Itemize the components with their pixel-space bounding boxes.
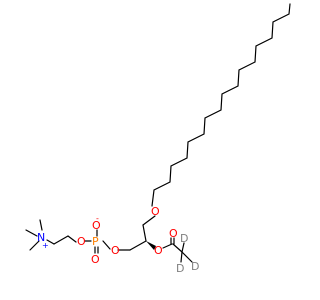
bond-n-methyl-bottom — [29, 240, 40, 251]
structure-canvas: O O O O P O O - O N + D D D — [25, 3, 291, 275]
bond-cd3-d-right — [181, 251, 193, 263]
atom-deuterium-right: D — [191, 260, 199, 273]
bond-cd3-d-top — [181, 242, 185, 253]
atom-deuterium-bottom: D — [176, 262, 184, 275]
atom-deuterium-top: D — [180, 232, 188, 245]
bond-o-ch2-choline — [67, 235, 77, 243]
bond-cd3-d-bottom — [180, 251, 183, 263]
choline-group — [25, 219, 77, 251]
stereo-wedge-bond — [146, 241, 156, 250]
bond-n-methyl-left — [25, 229, 38, 237]
atom-phosphate-double-oxygen: O — [91, 253, 100, 266]
atom-carbonyl-oxygen: O — [169, 227, 178, 240]
bond-ch2-ch2-choline — [53, 235, 69, 245]
bond-carbonyl-c-cd3 — [172, 243, 183, 253]
glycerol-backbone — [117, 215, 156, 251]
atom-phosphate-ester-oxygen-left: O — [77, 235, 86, 248]
cation-charge-label: + — [42, 241, 49, 250]
anion-charge-label: - — [96, 214, 99, 223]
acetyl-d3-group — [162, 237, 193, 263]
atom-phosphate-anion-oxygen: O — [92, 219, 101, 232]
alkyl-chain — [151, 3, 291, 207]
bond-ester-o-carbonyl-c — [162, 243, 173, 249]
bond-ether-o-ch2 — [142, 215, 156, 226]
bond-ch2-n — [46, 239, 55, 245]
bond-o-p-right — [102, 240, 111, 250]
atom-phosphate-ester-oxygen-right: O — [111, 244, 120, 257]
atom-phosphorus: P — [92, 235, 99, 248]
bond-ch-ch2 — [129, 240, 147, 251]
phosphate-group — [84, 229, 111, 254]
atom-ether-oxygen: O — [151, 205, 160, 218]
atom-ester-oxygen: O — [154, 244, 163, 257]
bond-n-methyl-top — [39, 219, 43, 231]
bond-ch2-ch — [142, 224, 147, 242]
atom-nitrogen: N — [37, 231, 45, 244]
molecule-structure: O O O O P O O - O N + D D D — [25, 3, 291, 275]
hexadecyl-chain-bonds — [151, 3, 291, 207]
